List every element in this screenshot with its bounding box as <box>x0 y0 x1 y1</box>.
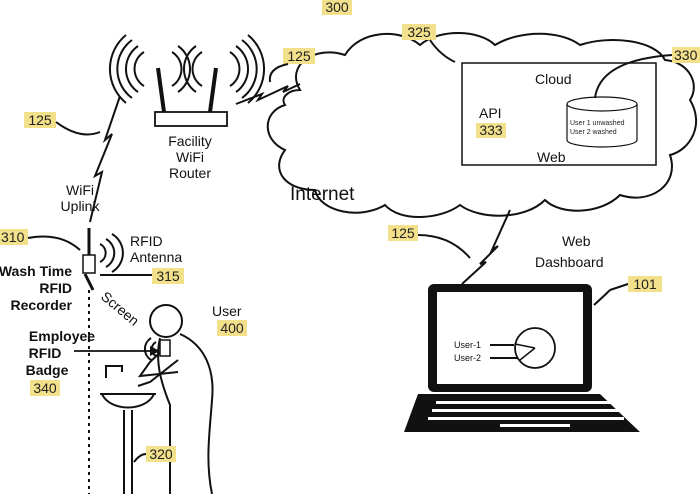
user-ref: 400 <box>220 320 244 336</box>
database-ref: 330 <box>674 47 698 63</box>
rfid-antenna-waves <box>100 234 123 272</box>
laptop-link-leader <box>418 235 470 258</box>
router-label-line-3: Router <box>169 165 211 181</box>
wifi-uplink-label-1: WiFi <box>66 182 94 198</box>
badge-label-1: Employee <box>29 328 95 344</box>
laptop-leader <box>594 290 610 305</box>
laptop-ref: 101 <box>633 276 657 292</box>
dashboard-label-1: Web <box>562 233 591 249</box>
user-label: User <box>212 303 242 319</box>
dashboard-label-2: Dashboard <box>535 254 604 270</box>
uplink-ref: 125 <box>28 112 52 128</box>
recorder-ref: 310 <box>1 229 25 245</box>
recorder-label-2: RFID <box>39 280 72 296</box>
sink-ref: 320 <box>149 446 173 462</box>
web-label: Web <box>537 149 566 165</box>
api-ref: 333 <box>479 122 503 138</box>
laptop-link-ref: 125 <box>391 225 415 241</box>
database-cylinder: User 1 unwashed User 2 washed <box>567 97 637 147</box>
screen-user-1: User-1 <box>454 340 481 350</box>
wifi-router <box>155 68 227 126</box>
api-label: API <box>479 105 502 121</box>
db-row-1: User 1 unwashed <box>570 120 625 127</box>
dashboard-pie-chart <box>515 328 555 368</box>
figure-number: 300 <box>325 0 349 15</box>
db-row-2: User 2 washed <box>570 129 617 136</box>
screen-label: Screen <box>98 288 142 329</box>
laptop-leader-2 <box>610 284 628 290</box>
antenna-ref: 315 <box>156 268 180 284</box>
badge-ref: 340 <box>33 380 57 396</box>
rfid-antenna-label-2: Antenna <box>130 249 182 265</box>
router-link-ref: 125 <box>287 48 311 64</box>
laptop-cloud-link <box>462 210 510 284</box>
sink-leader <box>134 454 146 462</box>
rfid-badge <box>160 340 170 356</box>
recorder-leader <box>28 237 80 251</box>
sink <box>100 366 156 494</box>
uplink-leader <box>56 122 100 134</box>
rfid-antenna-label-1: RFID <box>130 233 163 249</box>
badge-label-3: Badge <box>26 362 69 378</box>
router-signal-waves <box>110 35 264 103</box>
rfid-recorder-device <box>83 228 95 290</box>
cloud-ref: 325 <box>407 24 431 40</box>
recorder-label-3: Recorder <box>11 297 73 313</box>
router-link-leader <box>270 64 288 82</box>
router-label-line-1: Facility <box>168 133 212 149</box>
recorder-label-1: Wash Time <box>0 263 72 279</box>
cloud-label: Cloud <box>535 71 572 87</box>
screen-user-2: User-2 <box>454 353 481 363</box>
badge-label-2: RFID <box>29 345 62 361</box>
cloud-leader <box>430 40 455 62</box>
internet-label: Internet <box>290 184 355 205</box>
wifi-uplink-label-2: Uplink <box>61 198 101 214</box>
router-label-line-2: WiFi <box>176 149 204 165</box>
